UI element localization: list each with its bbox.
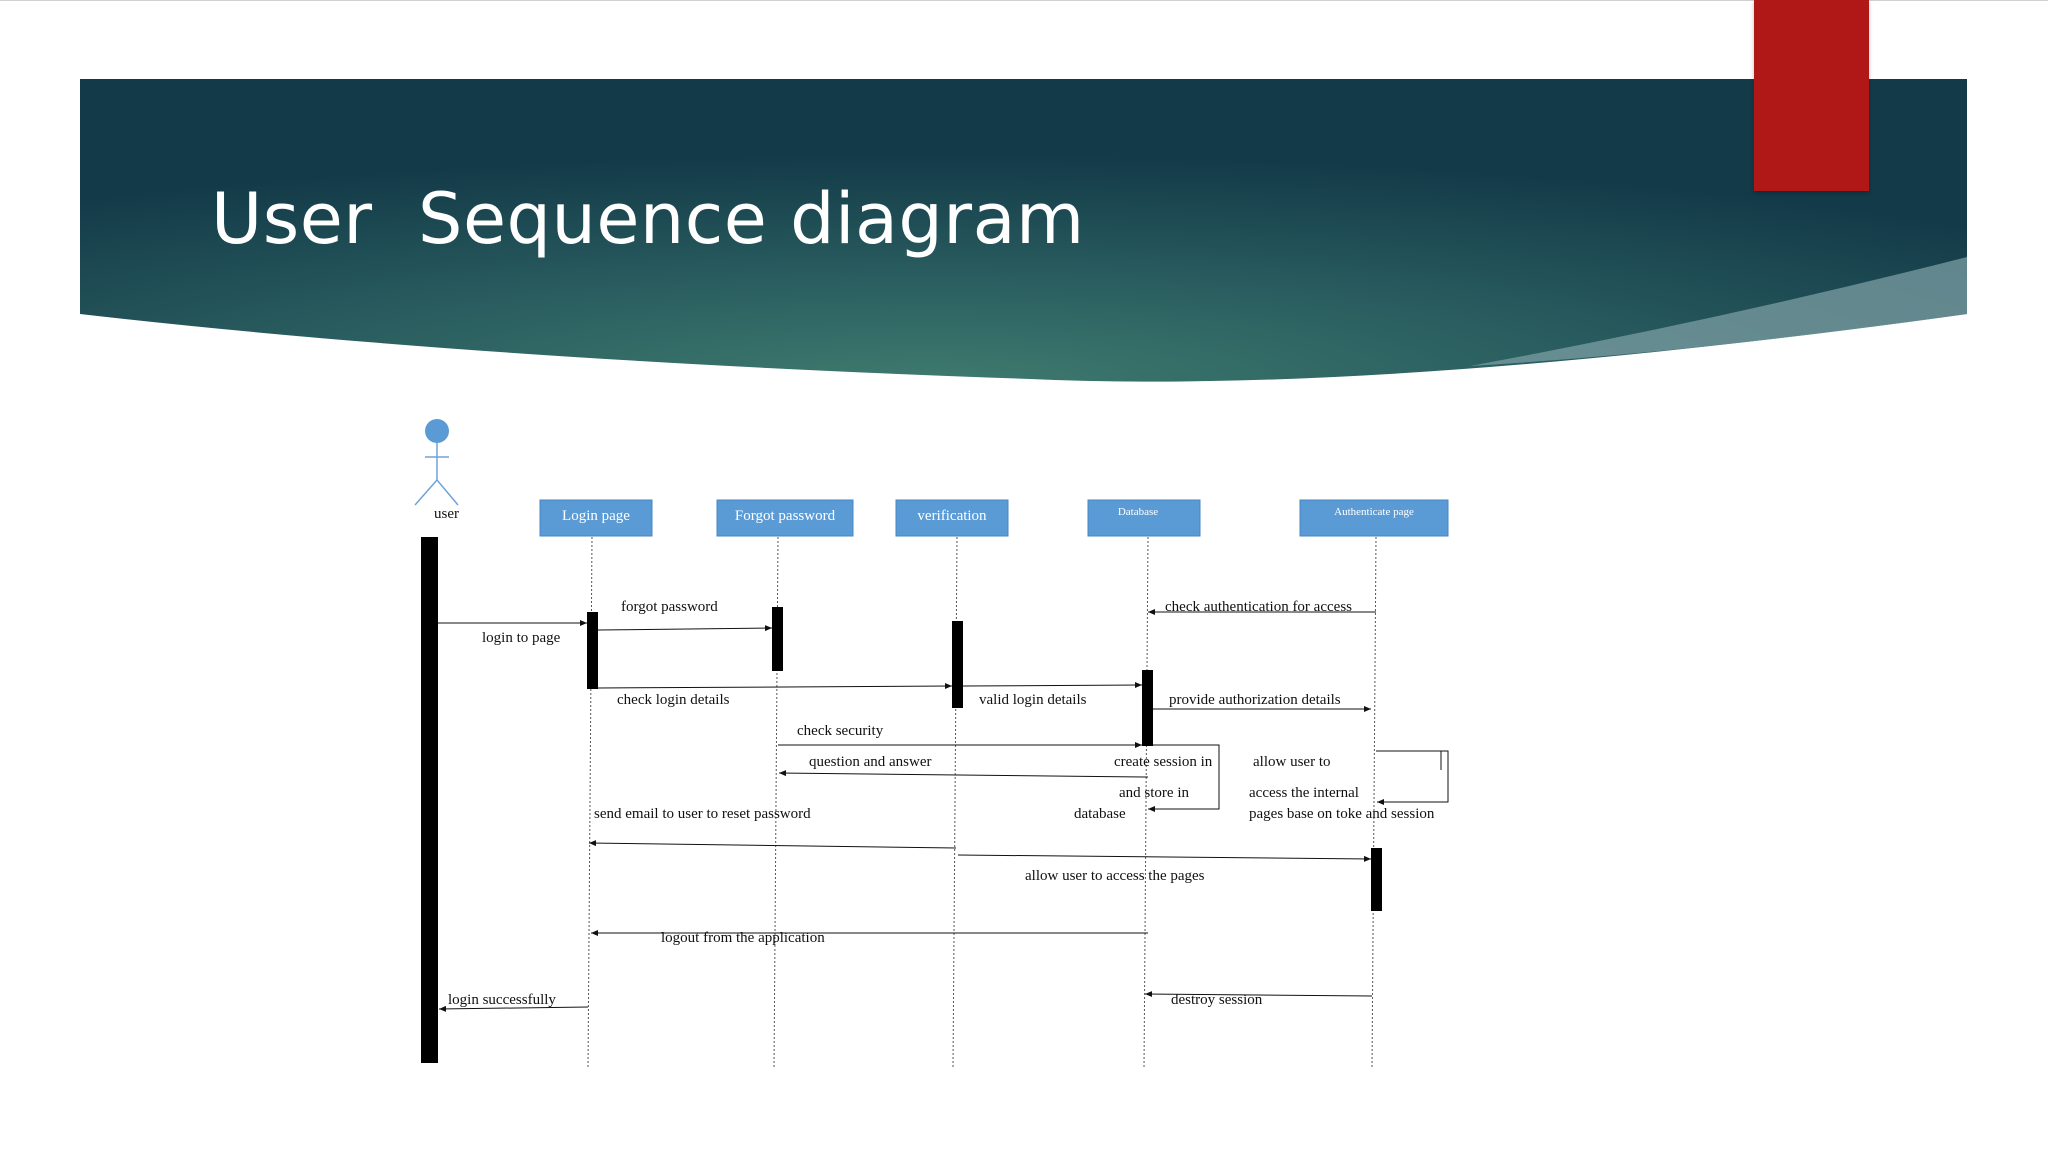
participant-label: Forgot password (735, 508, 836, 524)
participant-box (1087, 499, 1201, 537)
participant-box (716, 499, 854, 537)
msg-login-to-page-label: login to page (482, 630, 561, 646)
participant-box (1299, 499, 1449, 537)
activation-verification (952, 621, 963, 708)
actor-label: user (434, 506, 459, 522)
participant-login-page: Login page (539, 499, 653, 537)
title-banner (80, 79, 1967, 382)
msg-login-success-label: login successfully (448, 992, 556, 1008)
actor-left-leg (414, 479, 438, 506)
msg-valid-login-arrow (962, 682, 1143, 689)
msg-valid-login-label: valid login details (979, 692, 1087, 708)
msg-send-email-arrow (588, 840, 957, 849)
msg-check-login-arrow (597, 683, 953, 690)
participant-box (539, 499, 653, 537)
slide-title: User Sequence diagram (211, 178, 1085, 260)
actor-head (425, 419, 449, 443)
msg-allow-user-label-3: pages base on toke and session (1249, 806, 1435, 822)
red-accent-tab (1754, 0, 1869, 191)
actor-user: user (414, 419, 459, 522)
msg-check-security-label: check security (797, 723, 884, 739)
msg-destroy-session-arrow (1144, 991, 1373, 998)
participant-label: Login page (562, 508, 630, 524)
msg-allow-pages-label: allow user to access the pages (1025, 868, 1205, 884)
activation-database (1142, 670, 1153, 746)
msg-create-session-label-1: create session in (1114, 754, 1213, 770)
msg-send-email-label: send email to user to reset password (594, 806, 811, 822)
msg-check-auth-label: check authentication for access (1165, 599, 1352, 615)
participant-database: Database (1087, 499, 1201, 537)
msg-question-answer-arrow (778, 770, 1149, 778)
msg-create-session-label-3: database (1074, 806, 1126, 822)
msg-create-session-self-arrow (1148, 744, 1220, 812)
msg-login-success-arrow (438, 1005, 589, 1012)
lifeline-verification (952, 536, 958, 1069)
msg-provide-auth-label: provide authorization details (1169, 692, 1341, 708)
banner-shape (80, 79, 1967, 382)
banner-swoosh (1470, 257, 1967, 366)
msg-question-answer-label: question and answer (809, 754, 931, 770)
participant-label: verification (917, 508, 987, 524)
participant-verification: verification (895, 499, 1009, 537)
msg-allow-user-label-2: access the internal (1249, 785, 1359, 801)
participant-label: Authenticate page (1334, 506, 1414, 518)
participant-label: Database (1118, 506, 1158, 518)
participant-authenticate-page: Authenticate page (1299, 499, 1449, 537)
msg-logout-label: logout from the application (661, 930, 825, 946)
activation-forgot-password (772, 607, 783, 671)
msg-check-login-label: check login details (617, 692, 730, 708)
msg-allow-pages-arrow (957, 854, 1372, 862)
top-border (0, 0, 2048, 1)
activation-login-page (587, 612, 598, 689)
msg-forgot-password-arrow (597, 625, 773, 632)
participant-forgot-password: Forgot password (716, 499, 854, 537)
actor-right-leg (436, 479, 459, 506)
lifeline-authenticate-page (1371, 536, 1377, 1069)
msg-allow-user-label-1: allow user to (1253, 754, 1330, 770)
msg-destroy-session-label: destroy session (1171, 992, 1263, 1008)
msg-allow-user-self-arrow (1376, 750, 1449, 805)
lifeline-database (1143, 536, 1149, 1069)
actor-activation-bar (421, 537, 438, 1063)
participant-box (895, 499, 1009, 537)
msg-create-session-label-2: and store in (1119, 785, 1189, 801)
msg-forgot-password-label: forgot password (621, 599, 718, 615)
activation-authenticate-page (1371, 848, 1382, 911)
